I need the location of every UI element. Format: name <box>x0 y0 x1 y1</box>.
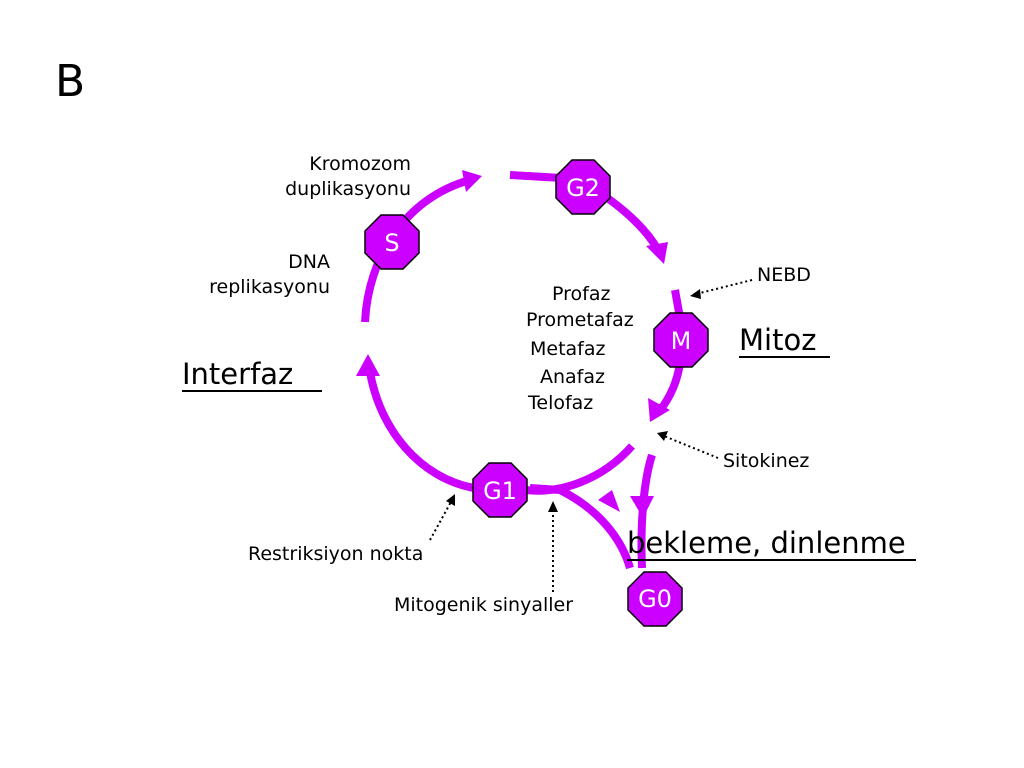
kromozom-label-line2: duplikasyonu <box>285 178 411 200</box>
sitokinez-pointer-head <box>657 431 668 441</box>
phase-anafaz: Anafaz <box>540 366 605 388</box>
sitokinez-label: Sitokinez <box>723 450 809 472</box>
nebd-label: NEBD <box>757 264 811 286</box>
arc-m-to-cytokinesis <box>656 361 684 413</box>
arrowhead-g2-m <box>646 242 668 264</box>
arc-g0-to-g1 <box>529 484 634 570</box>
node-g2: G2 <box>555 159 611 215</box>
octagon-shape <box>555 159 611 215</box>
mitoz-label: Mitoz <box>739 323 816 357</box>
phase-telofaz: Telofaz <box>527 392 593 414</box>
node-g1-label: G1 <box>483 477 517 505</box>
kromozom-label-line1: Kromozom <box>309 153 411 175</box>
restriksiyon-pointer-head <box>446 494 455 506</box>
arrowhead-to-g0 <box>630 496 654 518</box>
node-m-label: M <box>671 327 692 355</box>
node-s: S <box>364 214 420 270</box>
restriksiyon-label: Restriksiyon nokta <box>248 543 423 565</box>
phase-prometafaz: Prometafaz <box>526 309 634 331</box>
dna-label-line1: DNA <box>288 251 330 273</box>
mitogenik-pointer-head <box>548 501 558 512</box>
panel-letter: B <box>55 56 85 107</box>
bekleme-label: bekleme, dinlenme <box>627 526 906 560</box>
cycle-arrows <box>356 170 684 570</box>
octagon-shape <box>472 462 528 518</box>
node-g0-label: G0 <box>638 585 672 613</box>
phase-metafaz: Metafaz <box>530 338 606 360</box>
arc-cytokinesis-to-g1 <box>525 443 635 495</box>
arrowhead-left <box>356 354 380 376</box>
arc-g1-to-s <box>366 371 475 492</box>
restriksiyon-pointer <box>429 499 453 541</box>
node-g2-label: G2 <box>566 174 600 202</box>
mitogenik-label: Mitogenik sinyaller <box>394 594 573 616</box>
phase-profaz: Profaz <box>552 283 610 305</box>
sitokinez-pointer <box>663 435 719 459</box>
arrowhead-top <box>462 170 482 192</box>
octagon-shape <box>364 214 420 270</box>
arrowhead-g0-g1 <box>598 490 620 512</box>
octagon-shape <box>653 312 709 368</box>
interfaz-label: Interfaz <box>182 357 293 391</box>
arc-top-to-g2 <box>509 171 563 182</box>
node-g1: G1 <box>472 462 528 518</box>
pointer-arrows <box>429 279 753 592</box>
octagon-shape <box>627 571 683 627</box>
mitosis-phase-list: Profaz Prometafaz Metafaz Anafaz Telofaz <box>526 283 634 414</box>
node-s-label: S <box>384 229 399 257</box>
node-m: M <box>653 312 709 368</box>
dna-label-line2: replikasyonu <box>209 276 330 298</box>
nebd-pointer-head <box>690 289 701 299</box>
nebd-pointer <box>695 279 753 295</box>
node-g0: G0 <box>627 571 683 627</box>
arrowhead-m-down <box>648 398 670 422</box>
arc-g2-to-m <box>600 191 662 253</box>
